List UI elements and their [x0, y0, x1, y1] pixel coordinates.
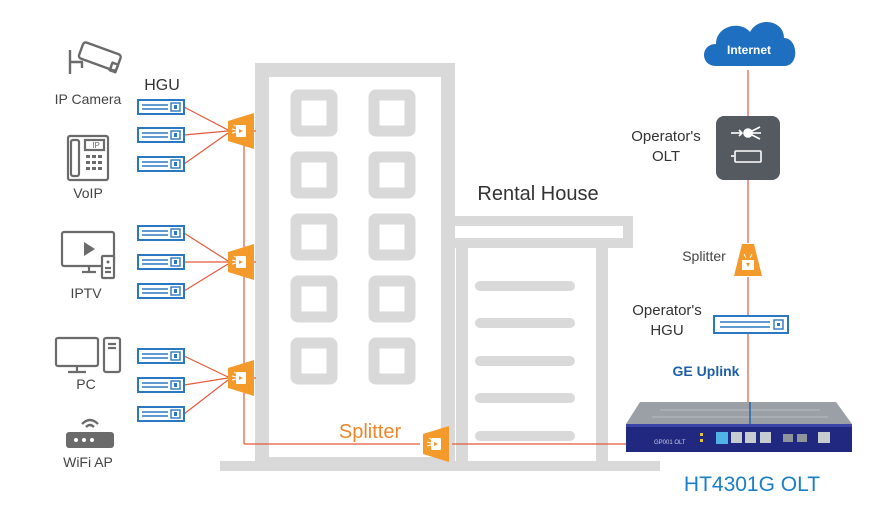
voip-label: VoIP — [73, 185, 103, 201]
hgu-unit — [137, 127, 185, 143]
ip-camera-label: IP Camera — [55, 91, 122, 107]
iptv-label: IPTV — [70, 285, 102, 301]
internet-cloud — [704, 21, 796, 66]
main-splitter-label: Splitter — [339, 421, 402, 443]
splitter-icon — [227, 112, 255, 150]
internet-label: Internet — [727, 43, 771, 57]
building — [220, 63, 660, 471]
hgu-unit — [137, 254, 185, 270]
ethernet-port — [745, 432, 756, 443]
pc-icon — [54, 336, 122, 374]
pc-label: PC — [76, 376, 95, 392]
hgu-unit — [137, 156, 185, 172]
hgu-unit — [137, 99, 185, 115]
operator-olt-box — [716, 116, 780, 180]
sfp-port — [797, 434, 807, 442]
hgu-header: HGU — [144, 77, 180, 94]
tower-outline — [255, 63, 455, 471]
console-port — [818, 432, 830, 443]
hgu-unit — [137, 406, 185, 422]
building-label: Rental House — [477, 183, 598, 205]
tower-windows — [290, 89, 416, 385]
hgu-stack-2 — [137, 225, 185, 299]
rental-house-roof — [443, 216, 633, 248]
voip-screen-text: IP — [92, 141, 100, 150]
main-splitter-icon — [422, 425, 450, 463]
hgu-stack-1 — [137, 99, 185, 172]
wifi-ap-icon — [66, 418, 114, 448]
hgu-unit — [137, 283, 185, 299]
rental-house-slats — [475, 281, 575, 441]
splitter-icon — [227, 243, 255, 281]
olt-name-label: HT4301G OLT — [684, 473, 820, 496]
olt-device — [626, 402, 852, 452]
ethernet-port — [760, 432, 771, 443]
ethernet-port — [731, 432, 742, 443]
hgu-unit — [137, 377, 185, 393]
wifi-ap-label: WiFi AP — [63, 454, 113, 470]
hgu-stack-3 — [137, 348, 185, 422]
ip-camera-icon — [68, 41, 122, 74]
right-splitter-label: Splitter — [682, 248, 726, 264]
operator-hgu-unit — [713, 315, 789, 334]
hgu-unit — [137, 348, 185, 364]
operator-hgu-label-line1: Operator's — [632, 302, 702, 319]
right-splitter-icon — [734, 244, 762, 276]
hgu-unit — [137, 225, 185, 241]
olt-panel-text: GP001 OLT — [654, 440, 686, 446]
olt-network-icon — [731, 126, 762, 163]
sfp-port — [716, 432, 728, 444]
sfp-port — [783, 434, 793, 442]
ge-uplink-label: GE Uplink — [673, 363, 740, 379]
voip-phone-icon — [66, 134, 110, 182]
operator-hgu-label-line2: HGU — [650, 322, 683, 339]
operator-olt-label-line2: OLT — [652, 148, 680, 165]
iptv-icon — [60, 230, 116, 280]
splitter-icon — [227, 359, 255, 397]
operator-olt-label-line1: Operator's — [631, 128, 701, 145]
